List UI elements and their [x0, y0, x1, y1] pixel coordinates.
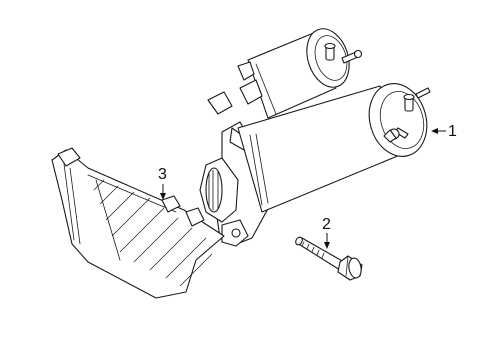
callout-1: 1 [431, 123, 457, 140]
callout-3: 3 [158, 166, 167, 200]
mounting-bolt [295, 236, 363, 281]
callout-1-label: 1 [448, 123, 457, 140]
callout-3-label: 3 [158, 166, 167, 183]
callout-2-label: 2 [322, 216, 331, 233]
starter-motor [199, 28, 431, 247]
heat-shield [51, 147, 225, 299]
callout-2: 2 [322, 216, 331, 249]
